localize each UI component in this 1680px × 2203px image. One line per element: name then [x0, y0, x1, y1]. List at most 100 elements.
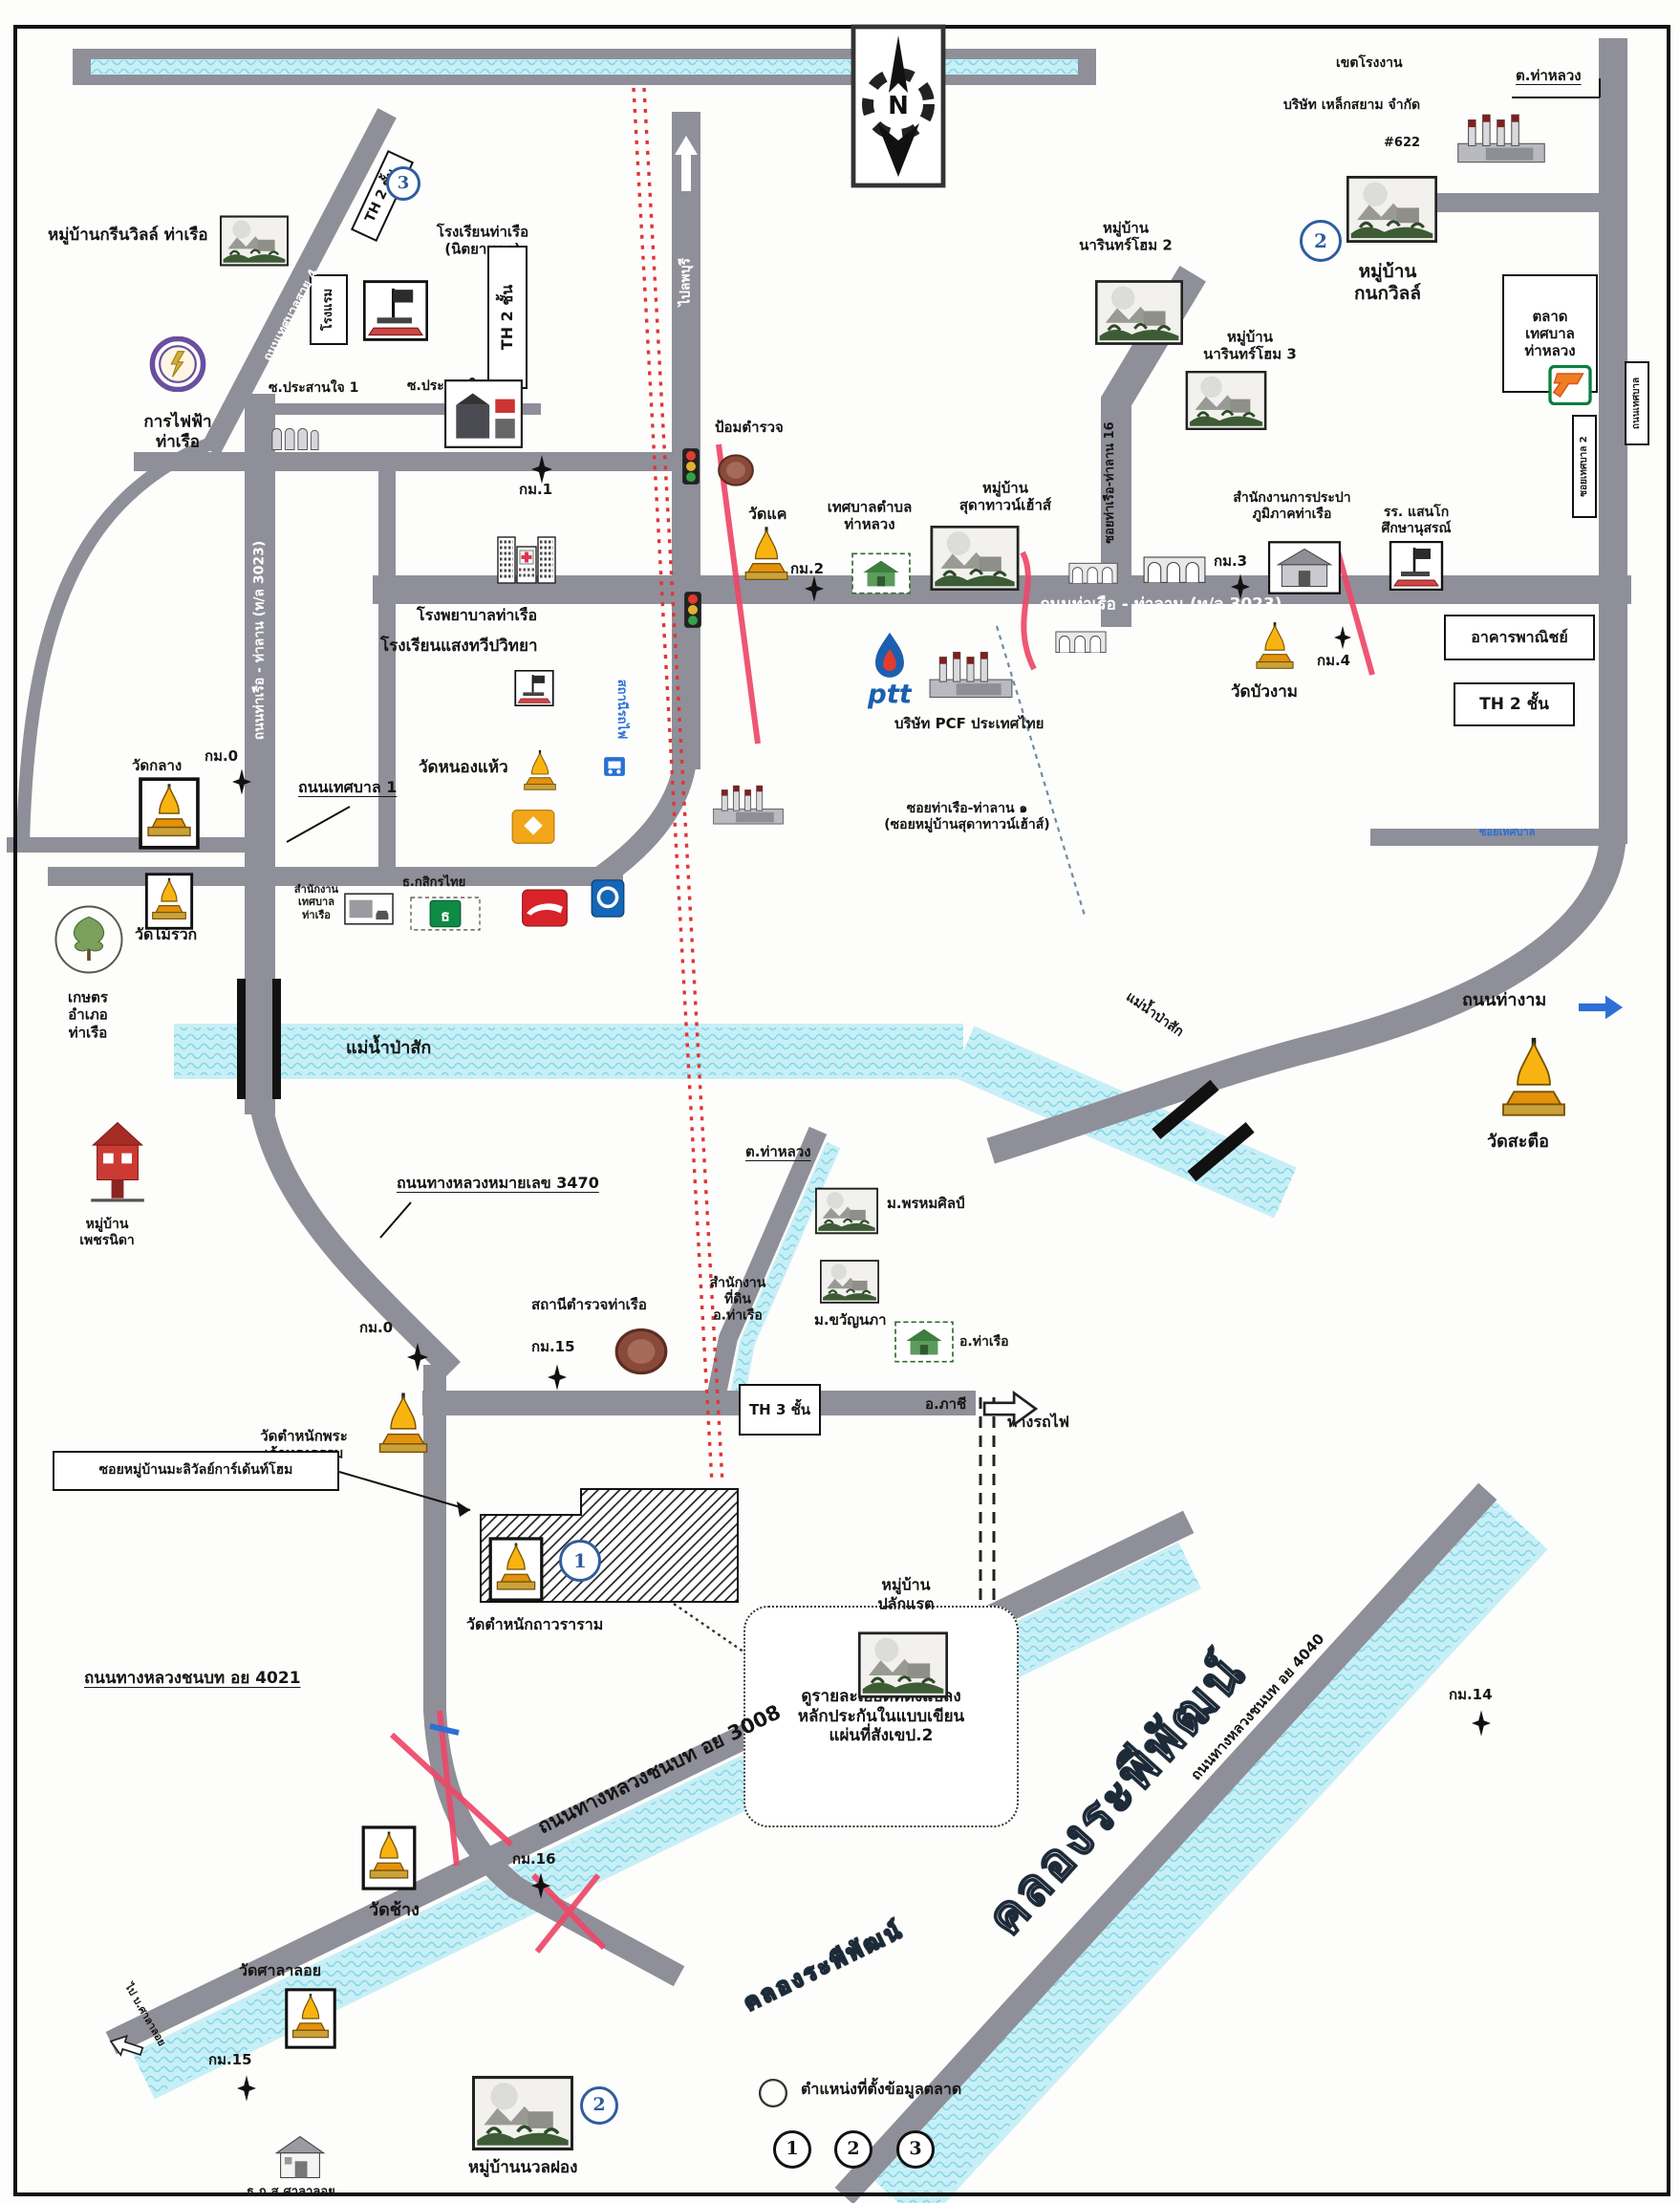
soi-label: ซอยท่าเรือ-ท่าลาน ๑ (ซอยหมู่บ้านสุดาทาวน…: [884, 800, 1050, 832]
km-cross-icon: [548, 1363, 567, 1392]
temple-label: วัดกลาง: [132, 757, 183, 774]
silos-icon: [269, 423, 320, 452]
village-label: หมู่บ้าน กนกวิลล์: [1354, 260, 1421, 304]
temple-label: วัดไม้รวก: [135, 925, 198, 943]
school-flag-icon: [514, 670, 554, 706]
road-name-label: ถนนท่างาม: [1462, 990, 1547, 1010]
legend-title: ตำแหน่งที่ตั้งข้อมูลตลาด: [801, 2080, 962, 2098]
traffic-light-icon: [679, 447, 702, 486]
circled-number: 2: [834, 2130, 872, 2169]
district-label: ต.ท่าหลวง: [745, 1143, 811, 1160]
village-label: หมู่บ้าน สุดาทาวน์เฮ้าส์: [958, 479, 1052, 514]
km-label: กม.2: [790, 560, 825, 577]
factory-icon: [1445, 113, 1558, 166]
km-label: กม.16: [512, 1850, 556, 1868]
village-photo-icon: [815, 1183, 878, 1239]
school-label: โรงเรียนแสงทวีปวิทยา: [380, 637, 538, 656]
village-label: หมู่บ้าน นารินทร์โฮม 2: [1079, 219, 1173, 254]
school-label: รร. แสนโก ศึกษานุสรณ์: [1381, 504, 1452, 536]
temple-box-icon: [283, 1988, 338, 2049]
village-label: ม.พรหมศิลป์: [887, 1195, 965, 1212]
soi-label: ซ.ประสานใจ 1: [269, 380, 359, 396]
bank-label: ธ.ก.ส.ศาลาลอย: [247, 2185, 335, 2199]
village-label: หมู่บ้าน ปลักแรต: [877, 1575, 935, 1612]
temple-box-icon: [485, 1537, 547, 1602]
bank-label: ธ.กสิกรไทย: [402, 875, 466, 890]
km-cross-icon: [531, 1871, 550, 1900]
bank-green-icon: ธ: [407, 896, 484, 931]
green-house-icon: [894, 1321, 954, 1363]
temple-icon: [743, 526, 789, 587]
electric-authority-icon: [148, 336, 207, 392]
temple-label: วัดแค: [748, 505, 787, 523]
temple-icon: [378, 1392, 428, 1460]
village-photo-icon: [1095, 279, 1183, 346]
circled-number: 1: [559, 1540, 601, 1582]
rail-station-icon: [603, 756, 626, 777]
svg-text:N: N: [888, 92, 909, 120]
red-house-icon: [89, 1114, 146, 1202]
direction-label: อ.ภาชี: [925, 1395, 967, 1413]
sign-box: ซอยเทศบาล 2: [1572, 415, 1597, 518]
soi-label: ซอยเทศบาล: [1479, 826, 1536, 838]
sign-box: ถนนเทศบาล: [1625, 361, 1649, 445]
river-label: แม่น้ำป่าสัก: [346, 1038, 432, 1058]
agri-office-label: เกษตร อำเภอ ท่าเรือ: [68, 988, 108, 1042]
barn-icon: [272, 2131, 328, 2183]
factory-number-label: #622: [1384, 136, 1421, 150]
temple-label: วัดช้าง: [369, 1900, 420, 1920]
school-flag-icon: [363, 280, 428, 341]
km-cross-icon: [531, 454, 552, 485]
station-label: สถานีรถไฟ: [614, 679, 629, 740]
soi-label: ซอยท่าเรือ-ท่าลาน 16: [1103, 421, 1118, 544]
school-flag-icon: [1389, 541, 1444, 591]
office-house-icon: [1268, 541, 1341, 594]
road-name-label: ถนนท่าเรือ - ท่าลาน (ท/ล 3023): [1040, 594, 1282, 615]
temple-label: วัดศาลาลอย: [239, 1961, 322, 1979]
green-house-icon: [851, 552, 911, 594]
km-label: กม.14: [1449, 1686, 1493, 1703]
police-circle-icon: [614, 1323, 669, 1380]
village-photo-icon: [930, 526, 1020, 591]
km-cross-icon: [407, 1342, 428, 1372]
village-photo-icon: [820, 1256, 879, 1307]
police-circle-icon: [717, 453, 755, 487]
commercial-box: อาคารพาณิชย์: [1444, 615, 1595, 660]
village-photo-icon: [472, 2070, 573, 2156]
circled-number: 2: [1300, 220, 1342, 262]
km-cross-icon: [237, 2074, 256, 2103]
compass-icon: N: [851, 24, 946, 188]
legend-circle-icon: [758, 2078, 788, 2108]
temple-box-icon: [135, 777, 204, 850]
village-photo-icon: [1346, 172, 1437, 247]
km-cross-icon: [232, 768, 251, 795]
rowhouse-icon: [1143, 551, 1206, 585]
km-cross-icon: [1472, 1709, 1491, 1738]
temple-label: วัดสะตือ: [1487, 1132, 1549, 1152]
km-cross-icon: [1231, 572, 1250, 602]
factory-icon: [927, 637, 1015, 715]
road-name-label: ถนนท่าเรือ - ท่าลาน (ท/ล 3023): [251, 540, 268, 741]
circled-number: 2: [580, 2086, 618, 2125]
shops-icon: [344, 892, 394, 926]
km-label: กม.3: [1214, 552, 1248, 570]
direction-label: ไปลพบุรี: [678, 257, 694, 307]
temple-box-icon: [359, 1825, 419, 1890]
temple-icon: [1252, 621, 1298, 675]
km-label: กม.15: [531, 1338, 575, 1355]
sign-box: TH 2 ชั้น: [1454, 682, 1575, 726]
circled-number: 3: [386, 166, 420, 201]
hospital-icon: [496, 531, 557, 585]
factory-zone-label: เขตโรงงาน: [1336, 55, 1403, 71]
tree-seal-icon: [54, 904, 124, 975]
road-name-label: ถนนทางหลวงหมายเลข 3470: [397, 1174, 599, 1192]
bank-orange-icon: [511, 809, 555, 845]
road-name-label: ถนนเทศบาล 1: [298, 778, 398, 796]
temple-label: วัดตำหนักถาวราราม: [466, 1615, 604, 1633]
circled-number: 3: [896, 2130, 935, 2169]
road-name-label: ถนนทางหลวงชนบท อย 4021: [84, 1669, 301, 1688]
factory-icon: [711, 780, 786, 832]
company-label: บริษัท PCF ประเทศไทย: [894, 715, 1045, 732]
